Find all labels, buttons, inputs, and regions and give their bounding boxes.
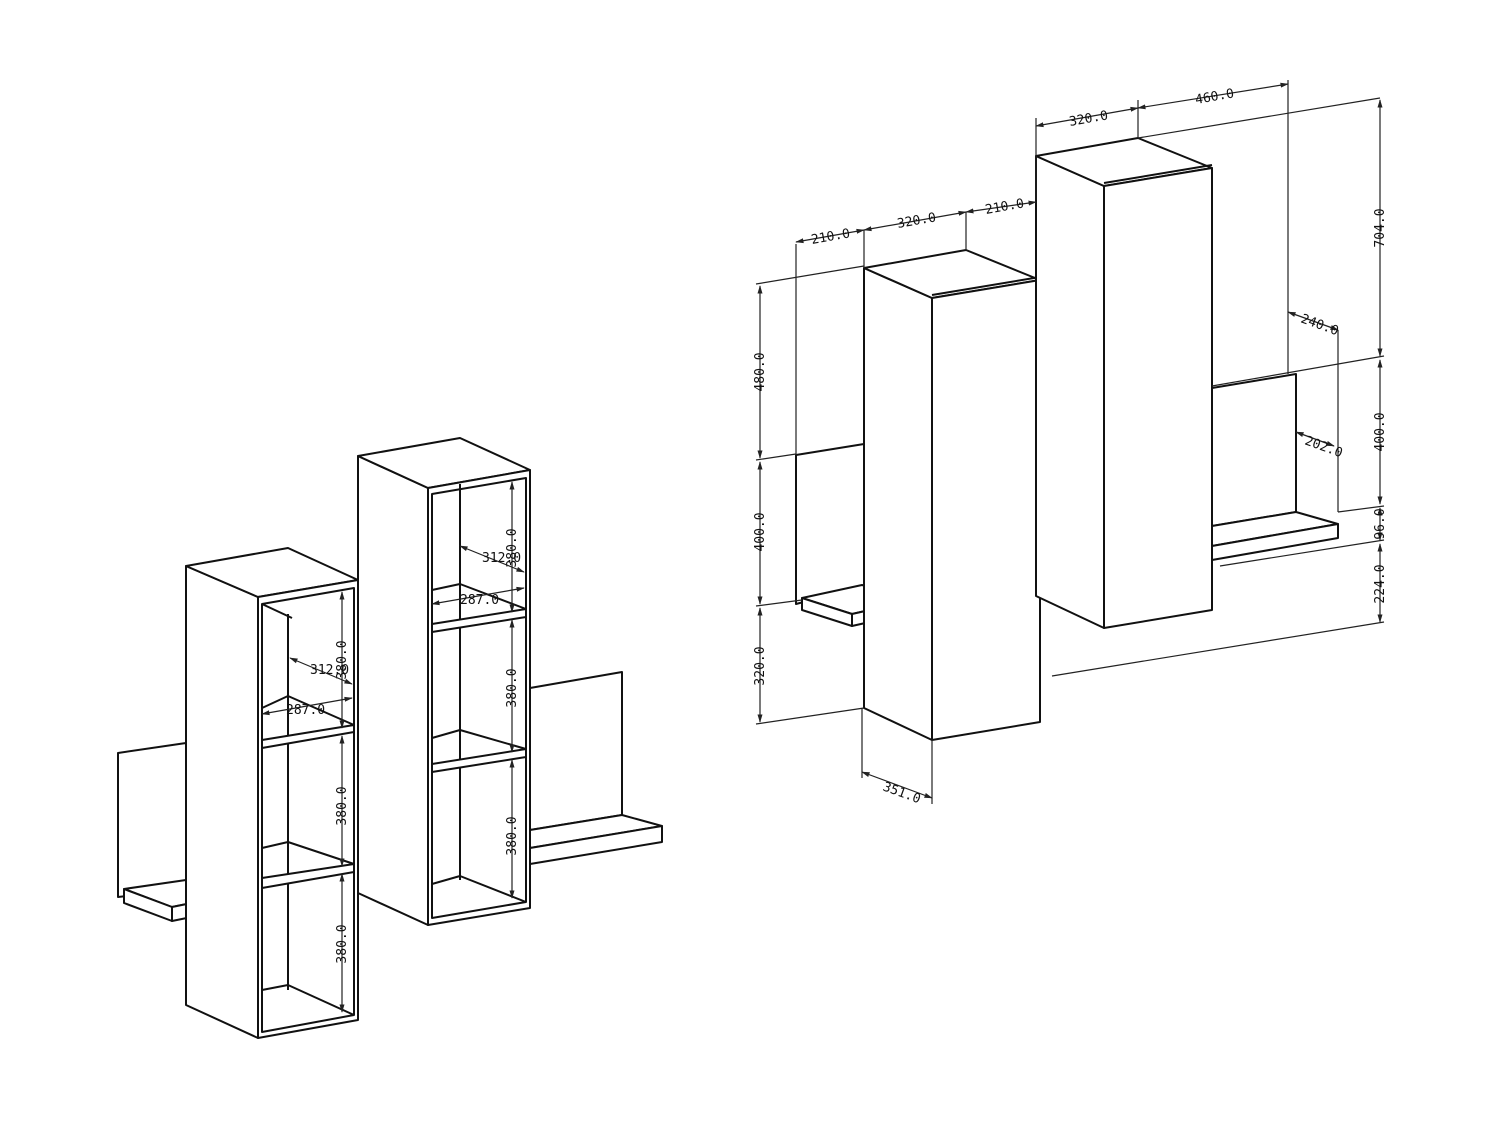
cabinet-a [863, 249, 1041, 741]
short-tower-inner-depth: 312.0 [310, 663, 349, 678]
tall-tower-inner-depth: 312.0 [482, 551, 521, 566]
right-unit-left-shelf [795, 443, 915, 627]
left-shelving-unit: 380.0 380.0 380.0 312.0 287.0 380.0 380.… [117, 437, 663, 1039]
short-tower-inner-width: 287.0 [286, 703, 325, 718]
left-height-1: 480.0 [753, 352, 768, 391]
right-cabinet-unit: 210.0 320.0 210.0 320.0 460.0 480.0 400.… [753, 80, 1388, 807]
left-height-2: 400.0 [753, 512, 768, 551]
tall-tower-dimensions: 380.0 380.0 380.0 312.0 287.0 [431, 481, 525, 899]
short-tower-row-height-2: 380.0 [335, 786, 350, 825]
cabinet-b [1035, 137, 1213, 629]
left-height-3: 320.0 [753, 646, 768, 685]
right-wall-shelf [529, 671, 663, 865]
right-height-4: 224.0 [1373, 564, 1388, 603]
right-height-1: 704.0 [1373, 208, 1388, 247]
left-vertical-dimensions: 480.0 400.0 320.0 [753, 265, 865, 725]
right-height-2: 400.0 [1373, 412, 1388, 451]
top-offset-a: 210.0 [810, 226, 851, 248]
tall-tower-row-height-2: 380.0 [505, 668, 520, 707]
cabinet-depth: 351.0 [881, 780, 923, 807]
top-dimensions: 210.0 320.0 210.0 320.0 460.0 [795, 80, 1289, 455]
top-offset-b: 210.0 [984, 196, 1025, 218]
short-tower-dimensions: 380.0 380.0 380.0 312.0 287.0 [261, 591, 353, 1013]
cabinet-width-b: 320.0 [1068, 108, 1109, 130]
tall-tower-row-height-3: 380.0 [505, 816, 520, 855]
shelf-depth: 240.0 [1299, 312, 1341, 339]
right-height-3: 96.0 [1373, 508, 1388, 539]
top-offset-c: 460.0 [1194, 86, 1235, 108]
cabinet-width-a: 320.0 [896, 210, 937, 232]
short-tower-row-height-3: 380.0 [335, 924, 350, 963]
short-tower [185, 547, 359, 1039]
tall-tower-inner-width: 287.0 [460, 593, 499, 608]
tall-tower [357, 437, 531, 926]
right-unit-right-shelf [1211, 373, 1339, 561]
